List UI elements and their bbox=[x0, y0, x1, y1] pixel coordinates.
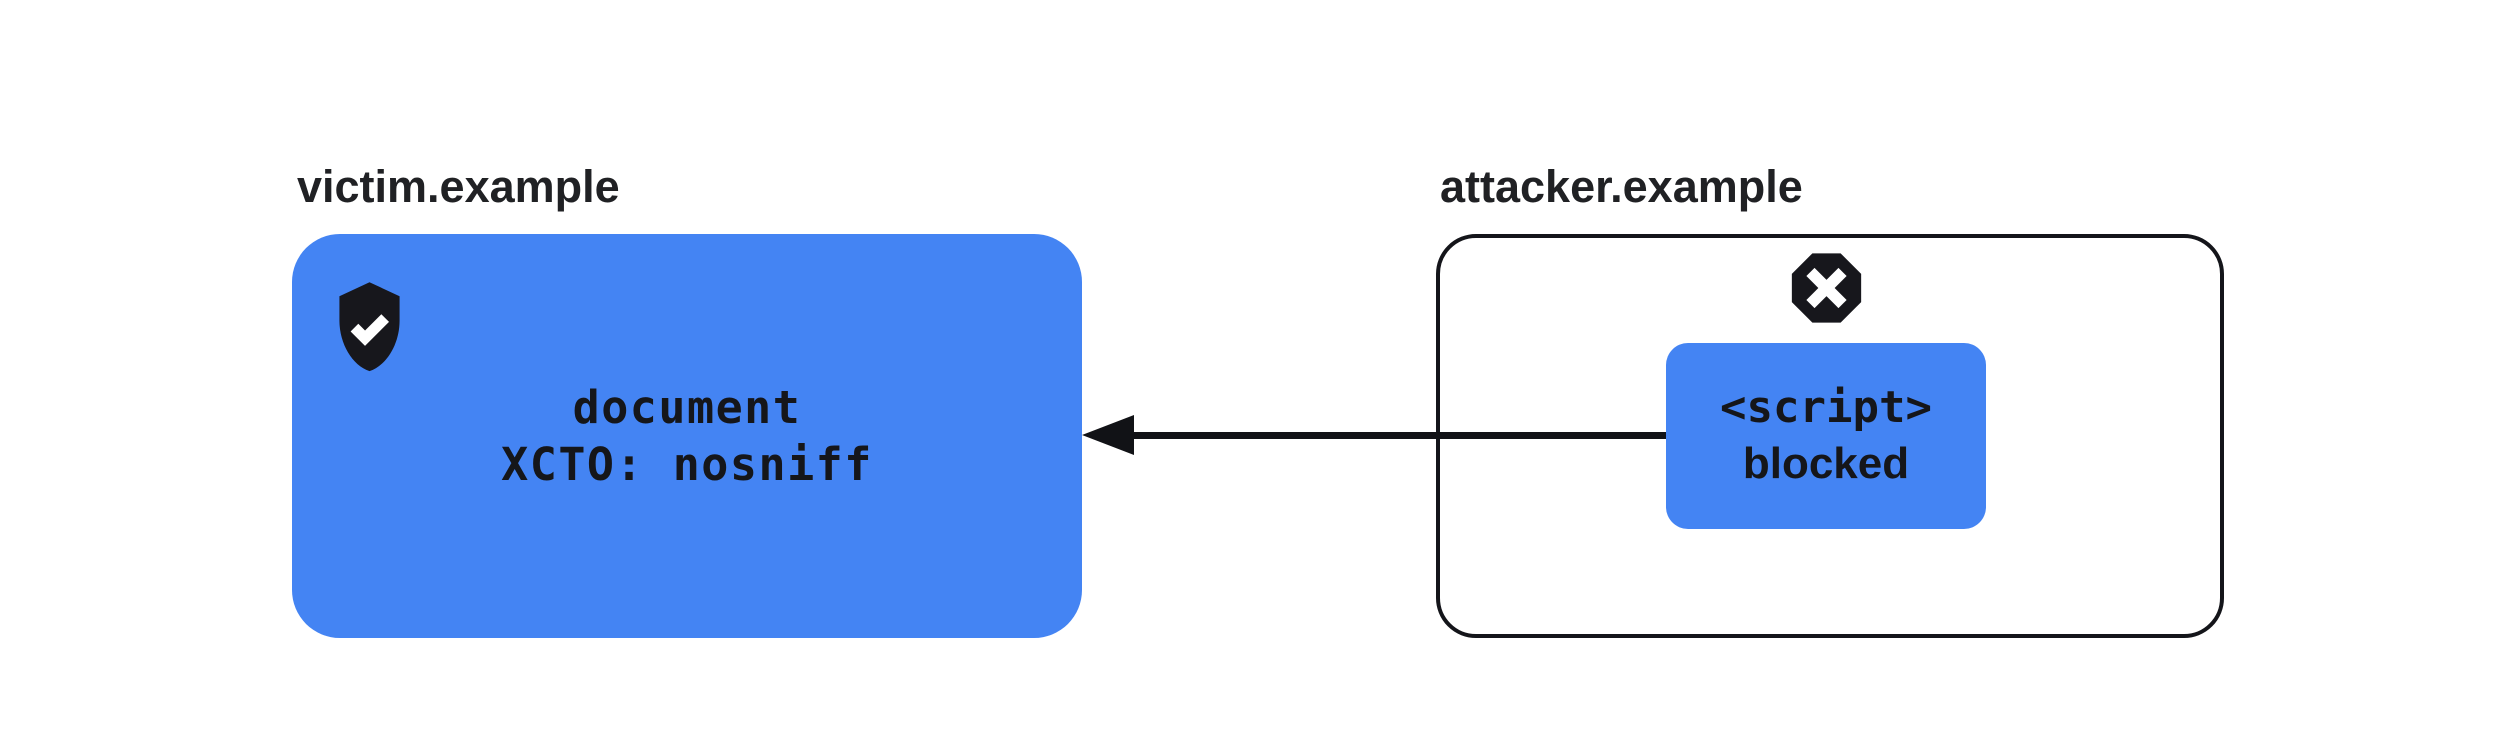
victim-document-box: document XCTO: nosniff bbox=[292, 234, 1082, 638]
script-blocked-text: blocked bbox=[1742, 439, 1910, 488]
attacker-domain-label: attacker.example bbox=[1440, 161, 1803, 212]
victim-xcto-nosniff-line: XCTO: nosniff bbox=[501, 438, 873, 491]
blocked-cross-icon bbox=[1788, 249, 1865, 327]
script-blocked-box: <script> blocked bbox=[1666, 343, 1986, 529]
victim-document-line: document bbox=[572, 381, 802, 434]
arrow-head-left bbox=[1082, 415, 1134, 455]
script-tag-text: <script> bbox=[1720, 382, 1932, 433]
arrow-shaft bbox=[1124, 432, 1666, 439]
shield-check-icon bbox=[331, 279, 408, 375]
victim-domain-label: victim.example bbox=[297, 161, 620, 212]
